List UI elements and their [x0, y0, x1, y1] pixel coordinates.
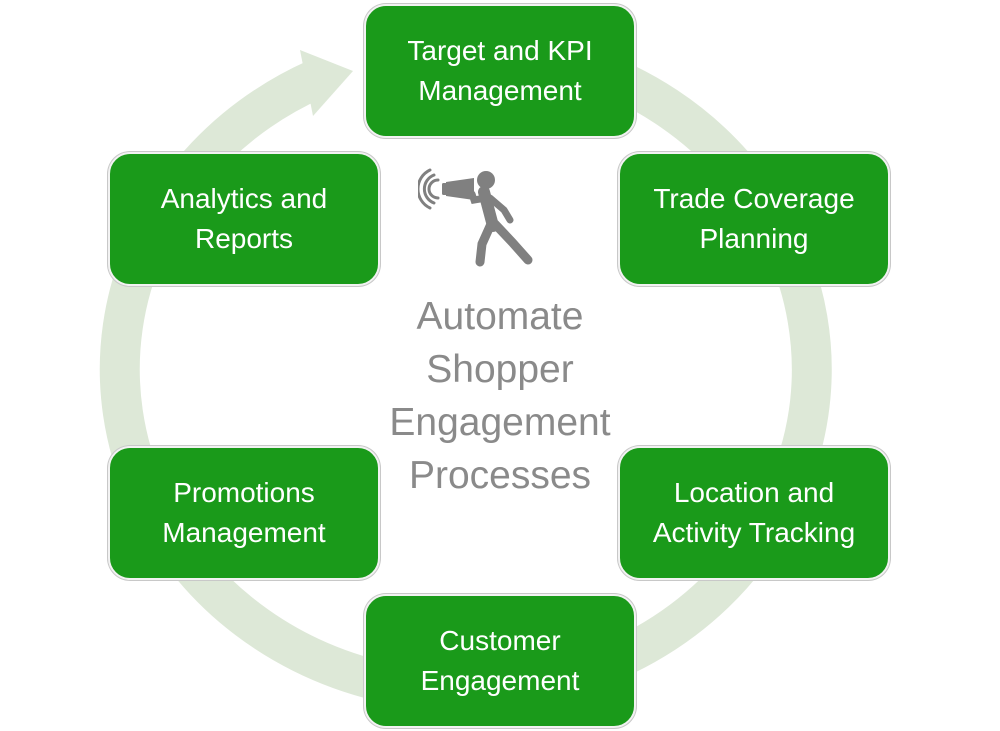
person-with-megaphone-icon	[418, 168, 533, 267]
step-target-kpi-management: Target and KPI Management	[364, 4, 636, 138]
step-customer-engagement: Customer Engagement	[364, 594, 636, 728]
cycle-arrow-head	[300, 50, 353, 116]
step-location-activity-tracking: Location and Activity Tracking	[618, 446, 890, 580]
step-analytics-reports: Analytics and Reports	[108, 152, 380, 286]
step-promotions-management: Promotions Management	[108, 446, 380, 580]
center-title: Automate Shopper Engagement Processes	[389, 295, 611, 497]
step-trade-coverage-planning: Trade Coverage Planning	[618, 152, 890, 286]
